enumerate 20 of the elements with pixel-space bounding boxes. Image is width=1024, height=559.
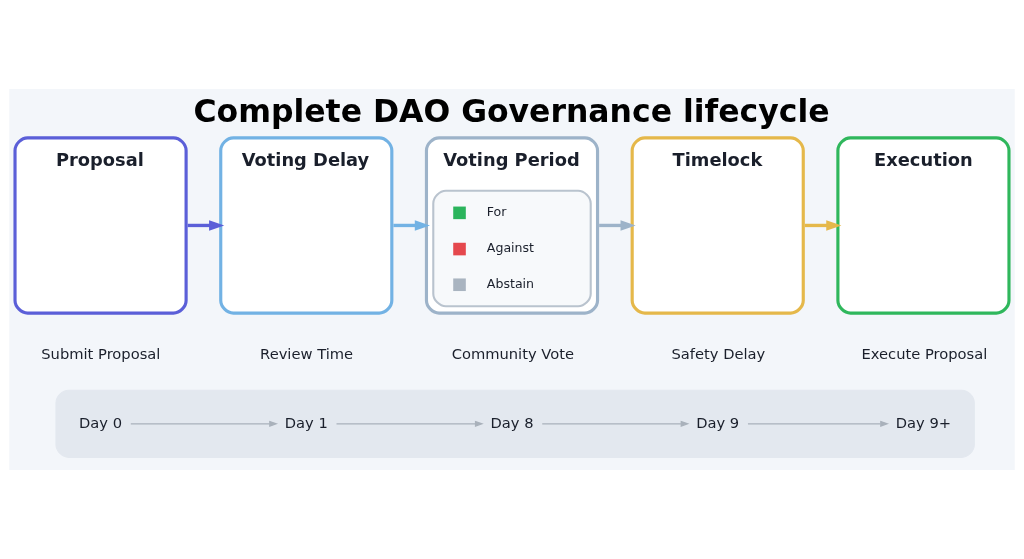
cluster [55, 389, 975, 458]
node-label: Community Vote [451, 344, 575, 362]
node-text: Day 9+ [895, 413, 952, 431]
node-text: Day 0 [79, 413, 123, 431]
node-label: Execute Proposal [861, 344, 988, 362]
arrow [187, 220, 225, 231]
arrow [393, 220, 430, 231]
arrow [804, 220, 842, 231]
arrow [130, 420, 279, 427]
node-text: Day 8 [490, 413, 534, 431]
arrow [599, 220, 636, 231]
node-label: Review Time [260, 344, 354, 362]
diagram-title: Complete DAO Governance lifecycle [193, 92, 830, 129]
node-label: Safety Delay [671, 344, 766, 362]
node-text: Day 9 [696, 413, 740, 431]
arrow [747, 420, 889, 427]
arrow [541, 420, 690, 427]
arrow [335, 420, 484, 427]
node-text: Day 1 [284, 413, 328, 431]
node-label: Submit Proposal [41, 344, 161, 362]
